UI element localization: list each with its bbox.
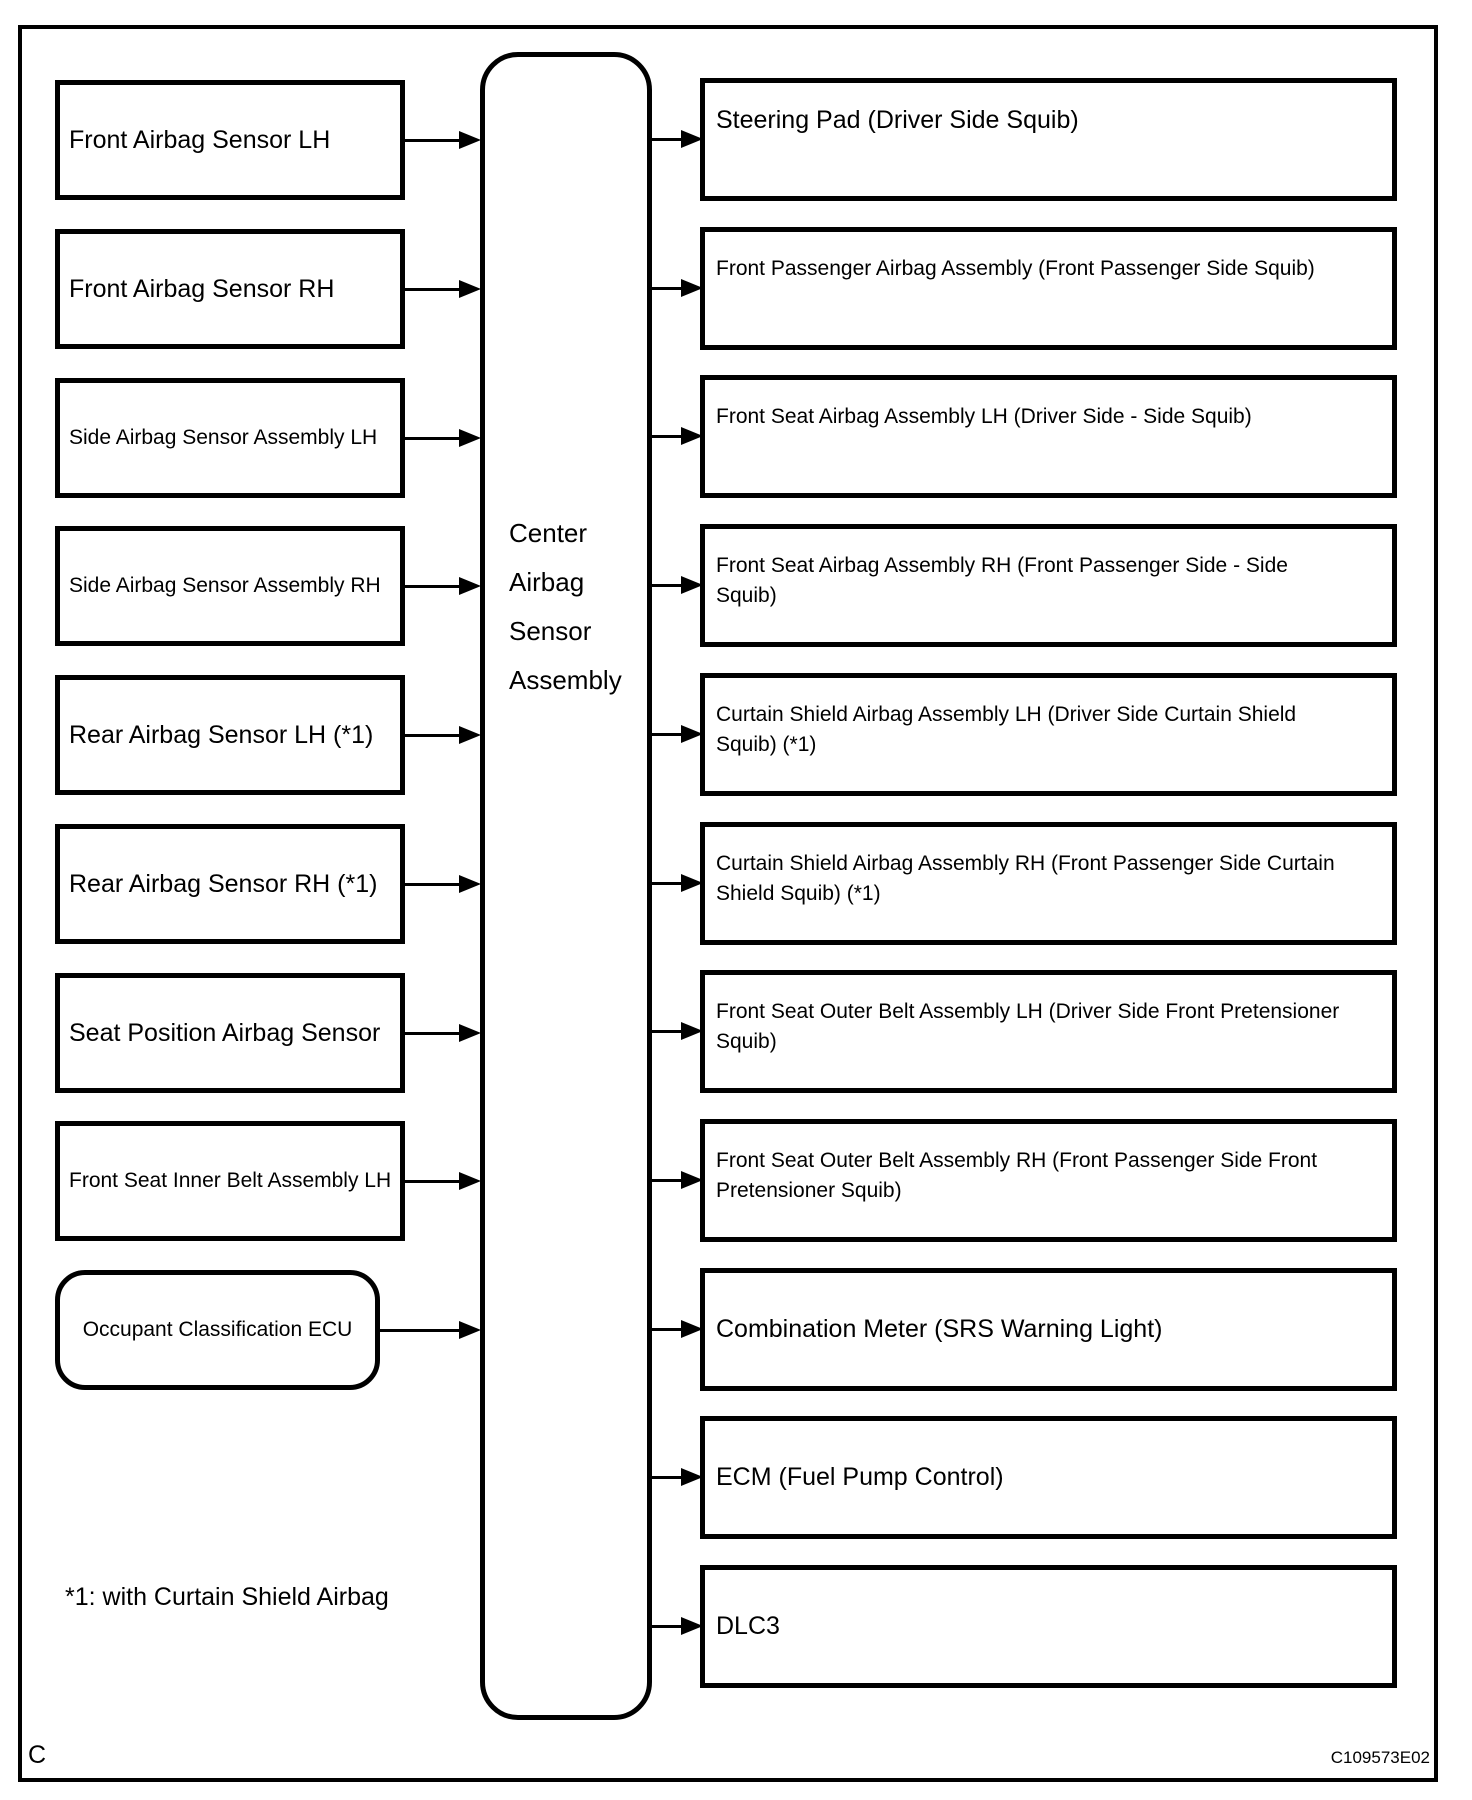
steering-pad-driver-side-squib-node: Steering Pad (Driver Side Squib) <box>700 78 1397 201</box>
page-letter: C <box>28 1741 47 1769</box>
node-label: Front Seat Outer Belt Assembly RH (Front… <box>716 1149 1318 1202</box>
arrow-front-airbag-sensor-lh-to-center <box>405 139 459 142</box>
arrowhead-icon <box>681 874 703 892</box>
arrowhead-icon <box>681 130 703 148</box>
arrow-center-to-steering-pad-driver-side-squib <box>650 138 681 141</box>
front-seat-inner-belt-assembly-lh-node: Front Seat Inner Belt Assembly LH <box>55 1121 405 1241</box>
arrow-rear-airbag-sensor-lh-1-to-center <box>405 734 459 737</box>
arrow-center-to-curtain-shield-airbag-assembly-rh-front-passenger-side-curtain-shield-squib-1 <box>650 882 681 885</box>
side-airbag-sensor-assembly-rh-node: Side Airbag Sensor Assembly RH <box>55 526 405 646</box>
arrow-center-to-front-seat-airbag-assembly-lh-driver-side-side-squib <box>650 435 681 438</box>
arrow-seat-position-airbag-sensor-to-center <box>405 1032 459 1035</box>
arrowhead-icon <box>681 1171 703 1189</box>
node-label: Combination Meter (SRS Warning Light) <box>716 1315 1163 1343</box>
node-label: Front Seat Airbag Assembly LH (Driver Si… <box>716 405 1252 428</box>
arrow-front-airbag-sensor-rh-to-center <box>405 288 459 291</box>
arrowhead-icon <box>681 427 703 445</box>
curtain-shield-airbag-assembly-lh-driver-side-curtain-shield-squib-1-node: Curtain Shield Airbag Assembly LH (Drive… <box>700 673 1397 796</box>
arrowhead-icon <box>459 1321 481 1339</box>
arrow-center-to-curtain-shield-airbag-assembly-lh-driver-side-curtain-shield-squib-1 <box>650 733 681 736</box>
side-airbag-sensor-assembly-lh-node: Side Airbag Sensor Assembly LH <box>55 378 405 498</box>
arrowhead-icon <box>681 1468 703 1486</box>
arrow-occupant-classification-ecu-to-center <box>380 1329 459 1332</box>
node-label: Steering Pad (Driver Side Squib) <box>716 106 1079 134</box>
arrowhead-icon <box>459 1172 481 1190</box>
node-label: Front Airbag Sensor LH <box>69 125 331 154</box>
arrow-center-to-front-passenger-airbag-assembly-front-passenger-side-squib <box>650 287 681 290</box>
arrowhead-icon <box>681 576 703 594</box>
rear-airbag-sensor-rh-1-node: Rear Airbag Sensor RH (*1) <box>55 824 405 944</box>
node-label: Front Passenger Airbag Assembly (Front P… <box>716 257 1315 280</box>
front-seat-airbag-assembly-lh-driver-side-side-squib-node: Front Seat Airbag Assembly LH (Driver Si… <box>700 375 1397 498</box>
arrowhead-icon <box>459 1024 481 1042</box>
diagram-border-frame <box>18 25 1438 1782</box>
front-seat-outer-belt-assembly-rh-front-passenger-side-front-pretensioner-squib-node: Front Seat Outer Belt Assembly RH (Front… <box>700 1119 1397 1242</box>
occupant-classification-ecu-node: Occupant Classification ECU <box>55 1270 380 1390</box>
front-passenger-airbag-assembly-front-passenger-side-squib-node: Front Passenger Airbag Assembly (Front P… <box>700 227 1397 350</box>
node-label: Front Seat Outer Belt Assembly LH (Drive… <box>716 1000 1340 1053</box>
combination-meter-srs-warning-light-node: Combination Meter (SRS Warning Light) <box>700 1268 1397 1391</box>
node-label: ECM (Fuel Pump Control) <box>716 1463 1004 1491</box>
front-airbag-sensor-rh-node: Front Airbag Sensor RH <box>55 229 405 349</box>
front-airbag-sensor-lh-node: Front Airbag Sensor LH <box>55 80 405 200</box>
dlc3-node: DLC3 <box>700 1565 1397 1688</box>
arrow-center-to-ecm-fuel-pump-control <box>650 1476 681 1479</box>
center-node-label: Center Airbag Sensor Assembly <box>509 518 622 695</box>
arrowhead-icon <box>459 429 481 447</box>
node-label: Seat Position Airbag Sensor <box>69 1018 381 1047</box>
arrow-side-airbag-sensor-assembly-rh-to-center <box>405 585 459 588</box>
front-seat-outer-belt-assembly-lh-driver-side-front-pretensioner-squib-node: Front Seat Outer Belt Assembly LH (Drive… <box>700 970 1397 1093</box>
arrow-center-to-front-seat-outer-belt-assembly-rh-front-passenger-side-front-pretensioner-squib <box>650 1179 681 1182</box>
arrow-center-to-combination-meter-srs-warning-light <box>650 1328 681 1331</box>
node-label: Rear Airbag Sensor RH (*1) <box>69 869 378 898</box>
arrowhead-icon <box>459 577 481 595</box>
seat-position-airbag-sensor-node: Seat Position Airbag Sensor <box>55 973 405 1093</box>
center-airbag-sensor-assembly-node: Center Airbag Sensor Assembly <box>480 52 652 1720</box>
node-label: Rear Airbag Sensor LH (*1) <box>69 720 374 749</box>
node-label: DLC3 <box>716 1612 780 1640</box>
arrowhead-icon <box>459 280 481 298</box>
arrowhead-icon <box>681 1320 703 1338</box>
arrow-center-to-front-seat-airbag-assembly-rh-front-passenger-side-side-squib <box>650 584 681 587</box>
ecm-fuel-pump-control-node: ECM (Fuel Pump Control) <box>700 1416 1397 1539</box>
arrowhead-icon <box>459 131 481 149</box>
front-seat-airbag-assembly-rh-front-passenger-side-side-squib-node: Front Seat Airbag Assembly RH (Front Pas… <box>700 524 1397 647</box>
arrowhead-icon <box>681 279 703 297</box>
node-label: Side Airbag Sensor Assembly RH <box>69 574 381 597</box>
arrow-front-seat-inner-belt-assembly-lh-to-center <box>405 1180 459 1183</box>
node-label: Occupant Classification ECU <box>82 1318 353 1341</box>
arrowhead-icon <box>459 726 481 744</box>
node-label: Side Airbag Sensor Assembly LH <box>69 426 378 449</box>
curtain-shield-airbag-assembly-rh-front-passenger-side-curtain-shield-squib-1-node: Curtain Shield Airbag Assembly RH (Front… <box>700 822 1397 945</box>
arrow-center-to-front-seat-outer-belt-assembly-lh-driver-side-front-pretensioner-squib <box>650 1030 681 1033</box>
rear-airbag-sensor-lh-1-node: Rear Airbag Sensor LH (*1) <box>55 675 405 795</box>
arrowhead-icon <box>681 1617 703 1635</box>
arrowhead-icon <box>681 725 703 743</box>
arrow-rear-airbag-sensor-rh-1-to-center <box>405 883 459 886</box>
arrow-side-airbag-sensor-assembly-lh-to-center <box>405 437 459 440</box>
node-label: Front Airbag Sensor RH <box>69 274 335 303</box>
arrow-center-to-dlc3 <box>650 1625 681 1628</box>
arrowhead-icon <box>459 875 481 893</box>
node-label: Front Seat Airbag Assembly RH (Front Pas… <box>716 554 1288 607</box>
node-label: Curtain Shield Airbag Assembly RH (Front… <box>716 852 1335 905</box>
node-label: Curtain Shield Airbag Assembly LH (Drive… <box>716 703 1297 756</box>
node-label: Front Seat Inner Belt Assembly LH <box>69 1169 392 1192</box>
figure-code: C109573E02 <box>1330 1748 1430 1767</box>
footnote: *1: with Curtain Shield Airbag <box>65 1583 389 1611</box>
arrowhead-icon <box>681 1022 703 1040</box>
